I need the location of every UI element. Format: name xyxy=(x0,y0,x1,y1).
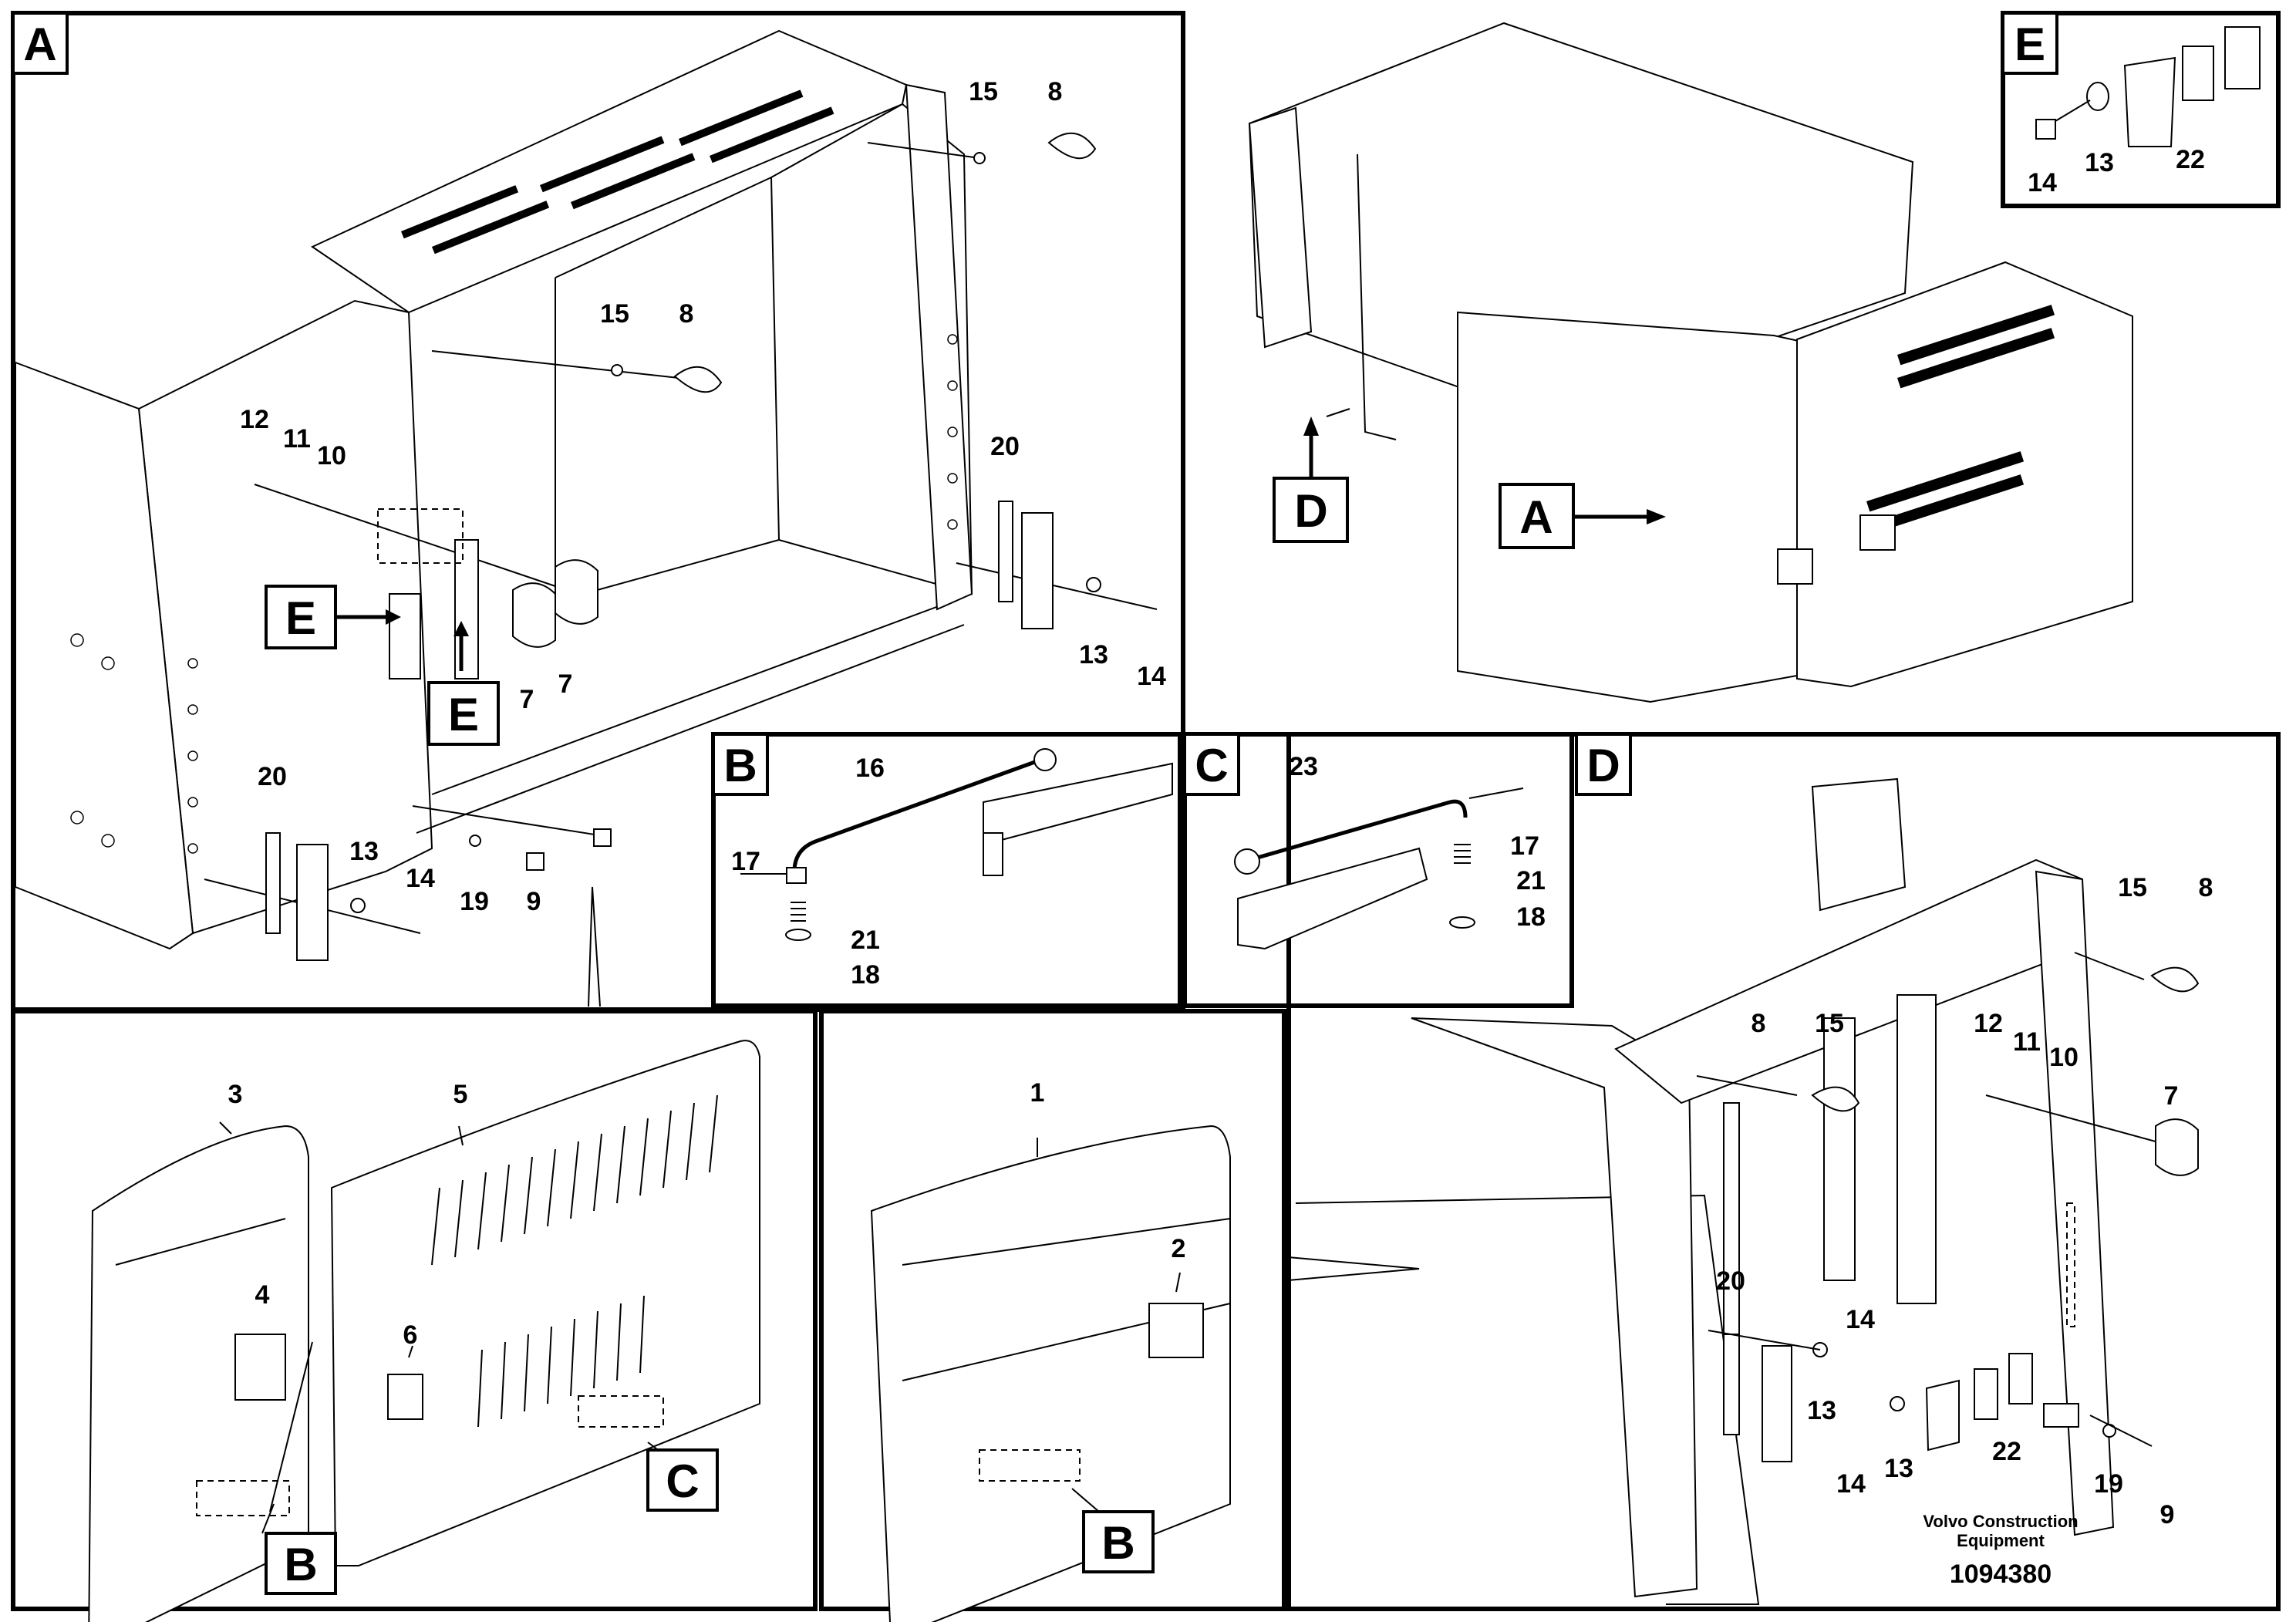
callout-d-15-right: 15 xyxy=(2118,873,2147,902)
ref-box-e-left xyxy=(265,585,337,649)
callout-d-22: 22 xyxy=(1992,1437,2021,1466)
panel-d-drawing xyxy=(1287,777,2200,1605)
callout-a-11: 11 xyxy=(283,424,311,454)
callout-d-8-right: 8 xyxy=(2199,873,2213,902)
section-label-e-inset-box xyxy=(2001,12,2058,75)
panel-e-inset-frame xyxy=(2001,11,2281,208)
ref-label-b-door1: B xyxy=(1101,1517,1135,1569)
callout-a-10: 10 xyxy=(317,441,346,470)
ref-box-b-door1 xyxy=(1082,1510,1155,1573)
callout-door-4: 4 xyxy=(255,1280,270,1310)
ref-box-d xyxy=(1273,477,1349,543)
callout-a-13-left: 13 xyxy=(349,837,379,866)
callout-d-7: 7 xyxy=(2164,1081,2179,1111)
callout-a-8-mid: 8 xyxy=(679,299,694,329)
callout-a-14-left: 14 xyxy=(406,864,435,893)
callout-b-17: 17 xyxy=(731,847,760,876)
section-label-a-box xyxy=(12,12,69,75)
callout-door-5: 5 xyxy=(453,1080,468,1109)
ref-box-c-door5 xyxy=(646,1448,719,1512)
machine-overview-drawing xyxy=(1248,22,2133,703)
callout-d-20: 20 xyxy=(1716,1266,1745,1296)
section-labels: A E B C D E E D A B C B xyxy=(12,12,2058,1595)
panel-d-frame xyxy=(1286,732,2281,1611)
callout-a-19: 19 xyxy=(460,887,489,916)
callout-c-21: 21 xyxy=(1516,866,1546,895)
drawing-footer: Volvo Construction Equipment 1094380 xyxy=(1923,1512,2078,1589)
section-label-b-box xyxy=(712,733,769,796)
credit-line-1: Volvo Construction xyxy=(1923,1512,2078,1531)
callout-d-12: 12 xyxy=(1974,1009,2003,1038)
callout-e-14: 14 xyxy=(2028,168,2057,197)
panel-c-drawing xyxy=(1234,787,1524,950)
callout-d-19: 19 xyxy=(2094,1469,2123,1499)
callout-c-17: 17 xyxy=(1510,831,1539,861)
drawing-number: 1094380 xyxy=(1950,1560,2052,1589)
section-label-a: A xyxy=(23,19,56,70)
callout-door-6: 6 xyxy=(403,1320,418,1350)
ref-label-c-door5: C xyxy=(666,1455,699,1507)
callout-d-13-b: 13 xyxy=(1884,1454,1913,1483)
panel-doors-left-frame xyxy=(11,1009,818,1611)
ref-label-a: A xyxy=(1519,491,1553,543)
callout-door-3: 3 xyxy=(228,1080,243,1109)
section-label-c-box xyxy=(1183,733,1240,796)
callout-door-1: 1 xyxy=(1030,1078,1045,1108)
ref-box-e-right xyxy=(427,681,500,746)
ref-label-d: D xyxy=(1294,485,1327,537)
door-panels-drawing xyxy=(88,1040,1231,1622)
callout-a-12: 12 xyxy=(240,405,269,434)
callout-d-14-a: 14 xyxy=(1846,1305,1875,1334)
section-label-c: C xyxy=(1195,740,1228,791)
section-label-b: B xyxy=(723,740,757,791)
callout-d-9: 9 xyxy=(2160,1500,2175,1529)
ref-label-e-left: E xyxy=(285,592,316,644)
panel-e-inset-drawing xyxy=(2035,26,2261,147)
callout-d-8-mid: 8 xyxy=(1752,1009,1766,1038)
callout-b-21: 21 xyxy=(851,926,880,955)
callout-a-15-mid: 15 xyxy=(600,299,629,329)
callout-door-2: 2 xyxy=(1172,1234,1186,1263)
callout-d-13-a: 13 xyxy=(1807,1396,1836,1425)
panel-b-drawing xyxy=(740,748,1173,941)
section-label-d-box xyxy=(1575,733,1632,796)
callout-a-7-left: 7 xyxy=(520,685,534,714)
section-label-e-inset: E xyxy=(2014,19,2045,70)
ref-box-a xyxy=(1499,483,1575,549)
callout-d-14-b: 14 xyxy=(1836,1469,1866,1499)
callout-a-20-left: 20 xyxy=(258,762,287,791)
panel-frames xyxy=(11,11,2281,1611)
callout-a-20-right: 20 xyxy=(990,432,1020,461)
callout-e-13: 13 xyxy=(2085,148,2114,177)
callout-c-23: 23 xyxy=(1289,752,1318,781)
callout-numbers: 15 8 15 8 12 11 10 20 13 14 7 7 20 13 14… xyxy=(228,77,2213,1529)
panel-doors-mid-frame xyxy=(819,1009,1286,1611)
callout-a-8-top: 8 xyxy=(1048,77,1063,106)
callout-e-22: 22 xyxy=(2176,145,2205,174)
ref-label-b-door3: B xyxy=(284,1539,317,1590)
callout-d-11: 11 xyxy=(2013,1027,2041,1057)
panel-b-frame xyxy=(711,732,1182,1008)
callout-b-16: 16 xyxy=(855,754,885,783)
callout-a-9: 9 xyxy=(527,887,541,916)
ref-box-b-door3 xyxy=(265,1532,337,1595)
callout-b-18: 18 xyxy=(851,960,880,990)
credit-line-2: Equipment xyxy=(1957,1531,2045,1550)
section-label-d: D xyxy=(1586,740,1620,791)
callout-a-13-right: 13 xyxy=(1079,640,1108,669)
ref-label-e-right: E xyxy=(448,689,479,740)
callout-d-15-mid: 15 xyxy=(1815,1009,1844,1038)
callout-d-10: 10 xyxy=(2049,1043,2079,1072)
callout-a-7-right: 7 xyxy=(558,669,573,699)
callout-a-15-top: 15 xyxy=(969,77,998,106)
callout-a-14-right: 14 xyxy=(1137,662,1166,691)
callout-c-18: 18 xyxy=(1516,902,1546,932)
